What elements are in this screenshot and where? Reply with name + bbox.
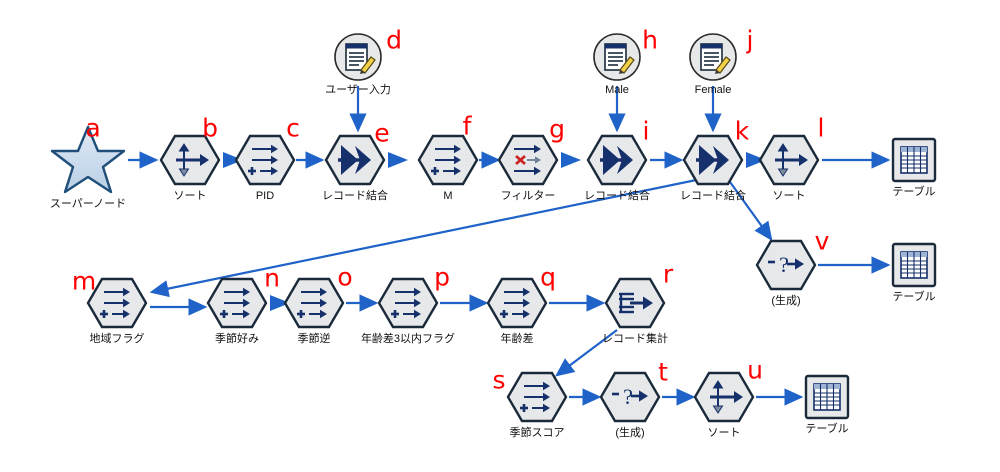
- node-caption: PID: [255, 190, 275, 202]
- node-k[interactable]: レコード結合: [680, 132, 746, 202]
- node-caption: 年齢差: [500, 333, 534, 345]
- node-caption: ユーザー入力: [325, 84, 391, 96]
- node-caption: 季節スコア: [509, 427, 565, 439]
- generate-question-icon: ?: [755, 237, 817, 293]
- node-h[interactable]: Male: [592, 32, 642, 96]
- derive-field-icon: [234, 132, 296, 188]
- node-b[interactable]: ソート: [159, 132, 221, 202]
- annotation-tag-d: d: [386, 25, 402, 55]
- node-l[interactable]: ソート: [758, 132, 820, 202]
- node-caption: スーパーノード: [49, 198, 127, 210]
- node-a[interactable]: スーパーノード: [49, 124, 127, 210]
- table-output-icon: [890, 136, 938, 184]
- node-caption: M: [443, 190, 453, 202]
- node-r[interactable]: レコード集計: [602, 275, 668, 345]
- node-caption: ソート: [173, 190, 207, 202]
- node-caption: 年齢差3以内フラグ: [360, 333, 456, 345]
- sort-icon: [693, 369, 755, 425]
- derive-field-icon: [506, 369, 568, 425]
- node-tbl2[interactable]: テーブル: [890, 241, 938, 303]
- node-t[interactable]: ? (生成): [599, 369, 661, 439]
- sort-icon: [159, 132, 221, 188]
- node-caption: フィルター: [500, 190, 556, 202]
- node-caption: ソート: [707, 427, 741, 439]
- merge-records-icon: [324, 132, 386, 188]
- node-e[interactable]: レコード結合: [322, 132, 388, 202]
- table-output-icon: [890, 241, 938, 289]
- node-caption: レコード集計: [602, 333, 668, 345]
- derive-field-icon: [283, 275, 345, 331]
- derive-field-icon: [377, 275, 439, 331]
- node-caption: テーブル: [892, 186, 936, 198]
- node-i[interactable]: レコード結合: [584, 132, 650, 202]
- node-caption: テーブル: [805, 423, 849, 435]
- node-caption: 季節好み: [215, 333, 259, 345]
- node-f[interactable]: M: [417, 132, 479, 202]
- node-caption: レコード結合: [322, 190, 388, 202]
- node-caption: 地域フラグ: [89, 333, 145, 345]
- node-v[interactable]: ? (生成): [755, 237, 817, 307]
- node-j[interactable]: Female: [688, 32, 738, 96]
- node-tbl3[interactable]: テーブル: [803, 373, 851, 435]
- supernode-star-icon: [49, 124, 127, 196]
- node-caption: ソート: [772, 190, 806, 202]
- node-d[interactable]: ユーザー入力: [325, 32, 391, 96]
- node-p[interactable]: 年齢差3以内フラグ: [361, 275, 455, 345]
- node-caption: レコード結合: [680, 190, 746, 202]
- merge-records-icon: [682, 132, 744, 188]
- aggregate-icon: [604, 275, 666, 331]
- annotation-tag-h: h: [642, 25, 658, 55]
- node-caption: 季節逆: [297, 333, 331, 345]
- user-input-doc-icon: [688, 32, 738, 82]
- edge-e-f: [388, 152, 408, 168]
- derive-field-icon: [86, 275, 148, 331]
- user-input-doc-icon: [333, 32, 383, 82]
- node-caption: (生成): [771, 295, 801, 307]
- node-o[interactable]: 季節逆: [283, 275, 345, 345]
- annotation-tag-s: s: [492, 365, 506, 395]
- node-m[interactable]: 地域フラグ: [86, 275, 148, 345]
- filter-icon: [497, 132, 559, 188]
- derive-field-icon: [486, 275, 548, 331]
- annotation-tag-j: j: [746, 25, 754, 55]
- table-output-icon: [803, 373, 851, 421]
- node-caption: Male: [605, 84, 629, 96]
- node-n[interactable]: 季節好み: [206, 275, 268, 345]
- derive-field-icon: [206, 275, 268, 331]
- node-caption: テーブル: [892, 291, 936, 303]
- node-s[interactable]: 季節スコア: [506, 369, 568, 439]
- node-q[interactable]: 年齢差: [486, 275, 548, 345]
- node-caption: Female: [694, 84, 732, 96]
- generate-question-icon: ?: [599, 369, 661, 425]
- node-caption: レコード結合: [584, 190, 650, 202]
- derive-field-icon: [417, 132, 479, 188]
- edge-g-i: [561, 152, 581, 168]
- merge-records-icon: [586, 132, 648, 188]
- node-caption: (生成): [615, 427, 645, 439]
- node-g[interactable]: フィルター: [497, 132, 559, 202]
- svg-text:?: ?: [779, 252, 789, 277]
- user-input-doc-icon: [592, 32, 642, 82]
- node-tbl1[interactable]: テーブル: [890, 136, 938, 198]
- sort-icon: [758, 132, 820, 188]
- node-c[interactable]: PID: [234, 132, 296, 202]
- svg-text:?: ?: [623, 384, 633, 409]
- node-u[interactable]: ソート: [693, 369, 755, 439]
